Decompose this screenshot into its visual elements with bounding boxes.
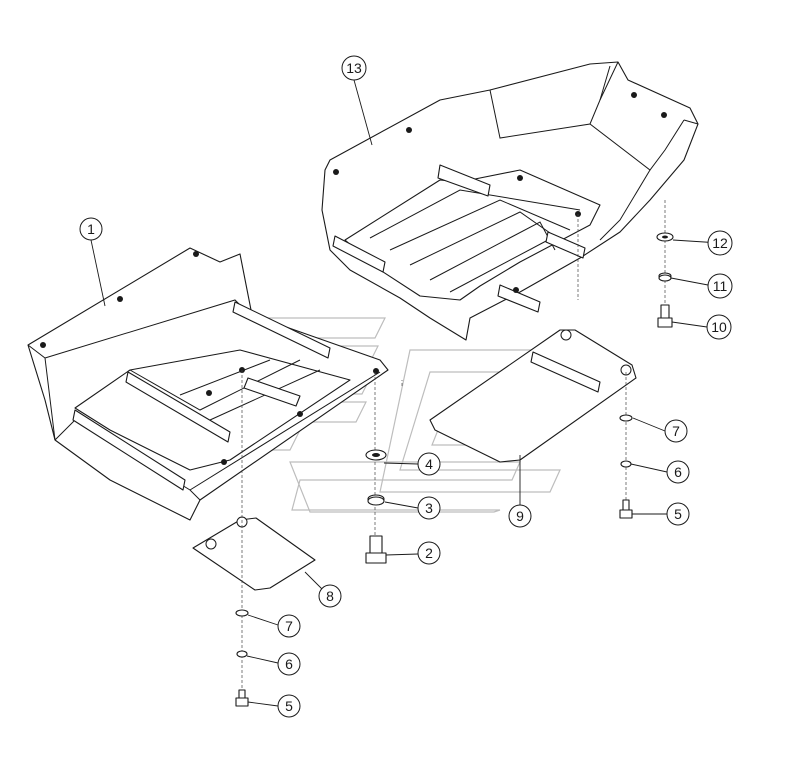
callout-2-label: 2 <box>425 545 433 561</box>
callout-5-right: 5 <box>666 502 690 526</box>
callout-12-label: 12 <box>712 235 728 251</box>
callout-8: 8 <box>318 584 342 608</box>
cover-plate-small <box>192 516 316 591</box>
callout-7-right-label: 7 <box>672 423 680 439</box>
skid-plate-rear <box>321 61 699 341</box>
callout-7-left-label: 7 <box>285 618 293 634</box>
callout-1-label: 1 <box>87 221 95 237</box>
callout-11-label: 11 <box>713 278 728 294</box>
callout-4-label: 4 <box>425 456 433 472</box>
callout-6-right: 6 <box>666 460 690 484</box>
callout-1: 1 <box>79 217 103 241</box>
callout-3-label: 3 <box>425 500 433 516</box>
callout-4: 4 <box>417 452 441 476</box>
callout-9: 9 <box>508 504 532 528</box>
fasteners <box>235 232 674 707</box>
callout-6-left-label: 6 <box>285 656 293 672</box>
callout-13-label: 13 <box>346 60 362 76</box>
callout-8-label: 8 <box>326 588 334 604</box>
callout-9-label: 9 <box>516 508 524 524</box>
callout-10-label: 10 <box>711 319 727 335</box>
callout-6-right-label: 6 <box>674 464 682 480</box>
callout-12: 12 <box>707 230 733 256</box>
callout-5-right-label: 5 <box>674 506 682 522</box>
callout-7-left: 7 <box>277 614 301 638</box>
callout-7-right: 7 <box>664 419 688 443</box>
callout-5-left: 5 <box>277 694 301 718</box>
callout-5-left-label: 5 <box>285 698 293 714</box>
leader-lines <box>90 79 721 707</box>
cover-plate-large <box>429 329 637 463</box>
callout-6-left: 6 <box>277 652 301 676</box>
callout-13: 13 <box>341 55 367 81</box>
callout-2: 2 <box>417 541 441 565</box>
callout-10: 10 <box>706 314 732 340</box>
assembly-axes <box>241 200 666 700</box>
callout-11: 11 <box>707 273 733 299</box>
callout-3: 3 <box>417 496 441 520</box>
skid-plate-front <box>27 247 389 521</box>
